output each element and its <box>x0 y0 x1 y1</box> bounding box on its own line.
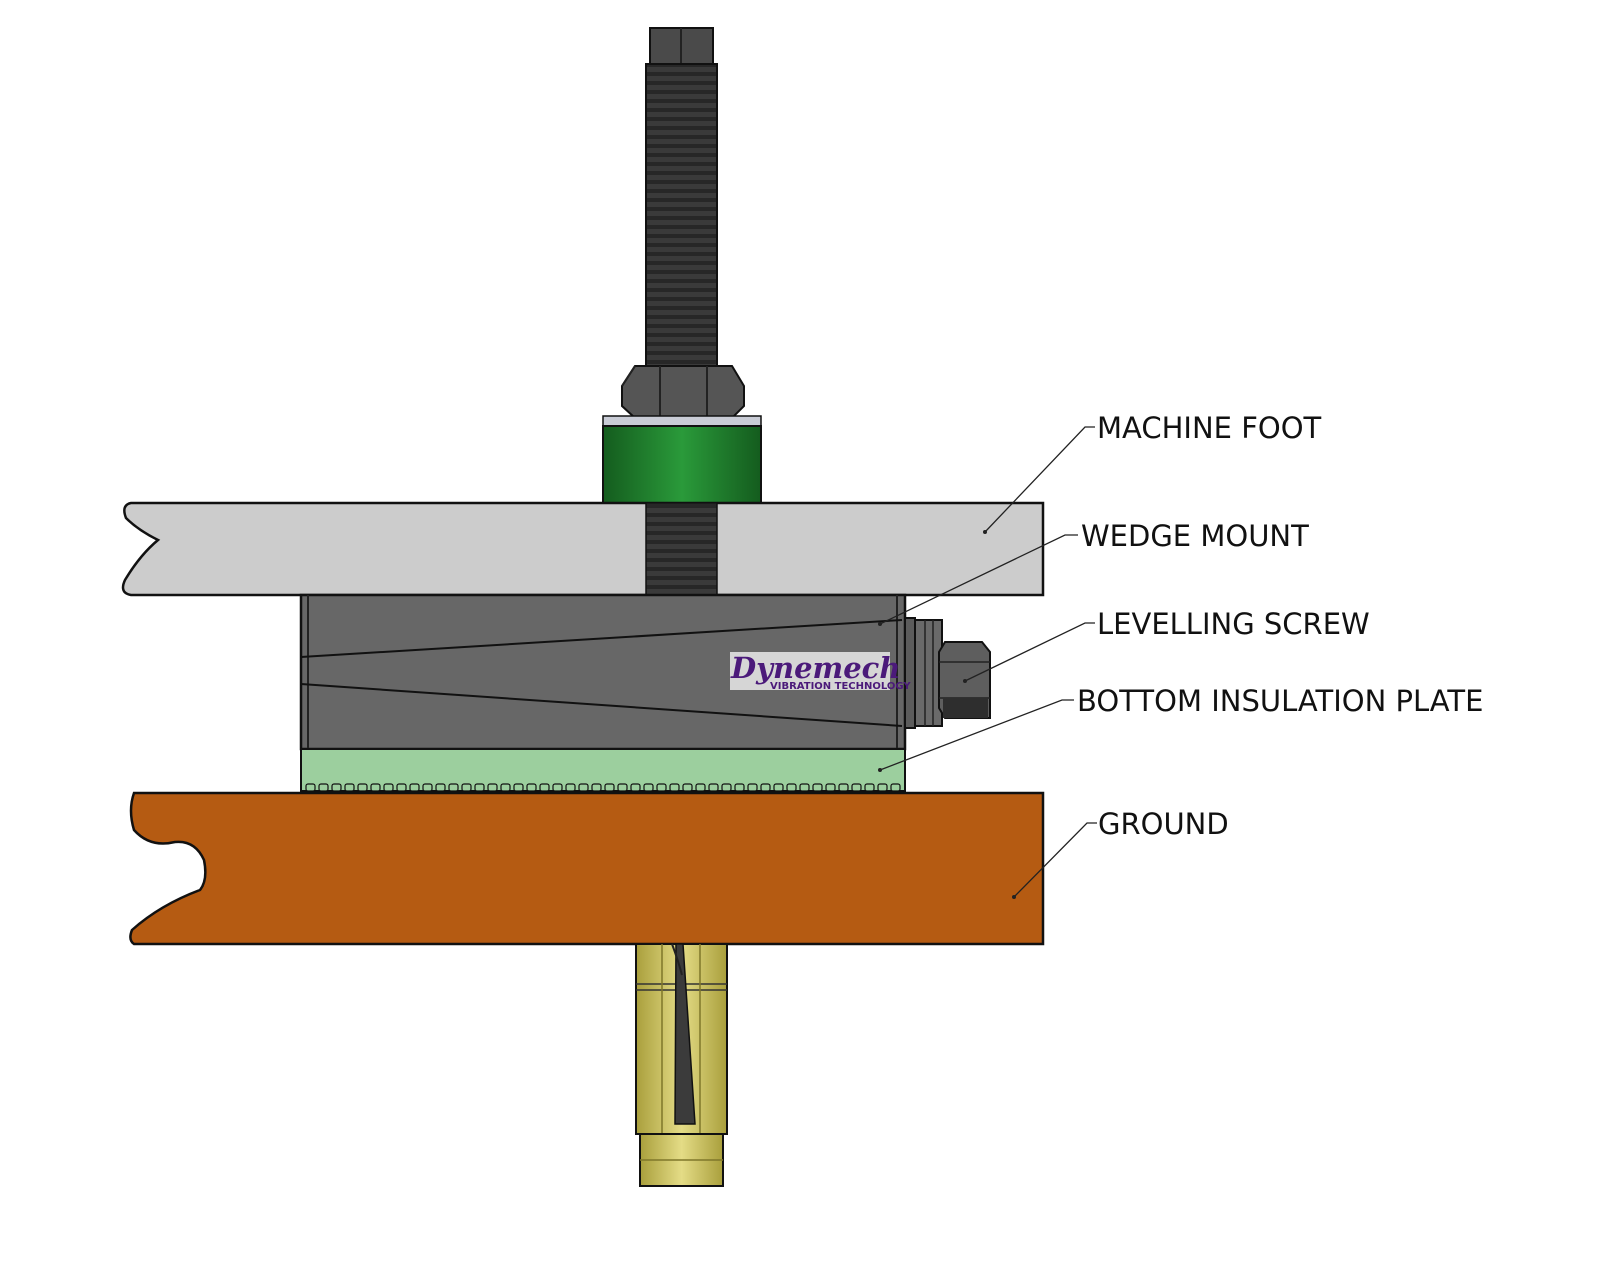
stud-upper-thread <box>645 63 718 373</box>
insulation-rib <box>370 783 381 792</box>
insulation-rib <box>305 783 316 792</box>
insulation-rib <box>448 783 459 792</box>
insulation-rib <box>474 783 485 792</box>
insulation-rib <box>396 783 407 792</box>
leader-ground <box>1013 822 1097 898</box>
insulation-rib <box>708 783 719 792</box>
anchor-bolt <box>635 943 728 1187</box>
insulation-rib <box>591 783 602 792</box>
insulation-rib <box>357 783 368 792</box>
machine-foot <box>121 501 1045 597</box>
label-ground: GROUND <box>1098 807 1229 841</box>
insulation-rib <box>890 783 901 792</box>
wedge-line-upper <box>300 619 903 658</box>
leader-bottom-insulation-plate <box>879 699 1074 771</box>
insulation-rib <box>656 783 667 792</box>
insulation-rib <box>578 783 589 792</box>
insulation-rib <box>604 783 615 792</box>
bottom-insulation-plate <box>300 748 906 792</box>
insulation-rib <box>682 783 693 792</box>
insulation-rib <box>812 783 823 792</box>
insulation-rib <box>539 783 550 792</box>
leader-levelling-screw <box>964 622 1095 682</box>
insulation-rib <box>734 783 745 792</box>
insulation-rib <box>617 783 628 792</box>
logo-background <box>730 652 890 690</box>
insulation-rib <box>409 783 420 792</box>
insulation-rib <box>877 783 888 792</box>
logo-tagline: VIBRATION TECHNOLOGY <box>770 681 911 692</box>
insulation-rib <box>864 783 875 792</box>
hex-nut <box>621 365 745 419</box>
label-bottom-insulation-plate: BOTTOM INSULATION PLATE <box>1077 684 1483 718</box>
callout-labels: MACHINE FOOT WEDGE MOUNT LEVELLING SCREW… <box>1077 411 1483 841</box>
insulation-rib <box>461 783 472 792</box>
insulation-rib <box>422 783 433 792</box>
insulation-rib <box>695 783 706 792</box>
insulation-rib <box>526 783 537 792</box>
leader-wedge-mount <box>879 534 1078 625</box>
logo-name: Dynemech <box>730 651 900 685</box>
label-machine-foot: MACHINE FOOT <box>1097 411 1322 445</box>
insulation-rib <box>565 783 576 792</box>
insulation-rib <box>383 783 394 792</box>
insulation-rib <box>344 783 355 792</box>
insulation-ribs <box>305 783 901 792</box>
insulation-rib <box>747 783 758 792</box>
insulation-rib <box>552 783 563 792</box>
leader-lines <box>878 426 1097 899</box>
insulation-rib <box>669 783 680 792</box>
insulation-rib <box>825 783 836 792</box>
ground <box>129 791 1045 946</box>
insulation-rib <box>838 783 849 792</box>
insulation-rib <box>435 783 446 792</box>
insulation-rib <box>487 783 498 792</box>
insulation-rib <box>851 783 862 792</box>
insulation-rib <box>318 783 329 792</box>
insulation-rib <box>643 783 654 792</box>
label-levelling-screw: LEVELLING SCREW <box>1097 607 1370 641</box>
stud-through-foot <box>645 502 718 596</box>
wedge-line-lower <box>300 683 903 727</box>
insulation-rib <box>773 783 784 792</box>
green-washer <box>602 415 762 505</box>
insulation-rib <box>513 783 524 792</box>
threaded-stud <box>645 27 718 373</box>
leader-machine-foot <box>984 426 1095 533</box>
insulation-rib <box>500 783 511 792</box>
insulation-rib <box>721 783 732 792</box>
insulation-rib <box>799 783 810 792</box>
dynemech-logo: Dynemech VIBRATION TECHNOLOGY <box>730 651 911 692</box>
insulation-rib <box>760 783 771 792</box>
insulation-rib <box>331 783 342 792</box>
insulation-rib <box>786 783 797 792</box>
insulation-rib <box>630 783 641 792</box>
label-wedge-mount: WEDGE MOUNT <box>1081 519 1309 553</box>
